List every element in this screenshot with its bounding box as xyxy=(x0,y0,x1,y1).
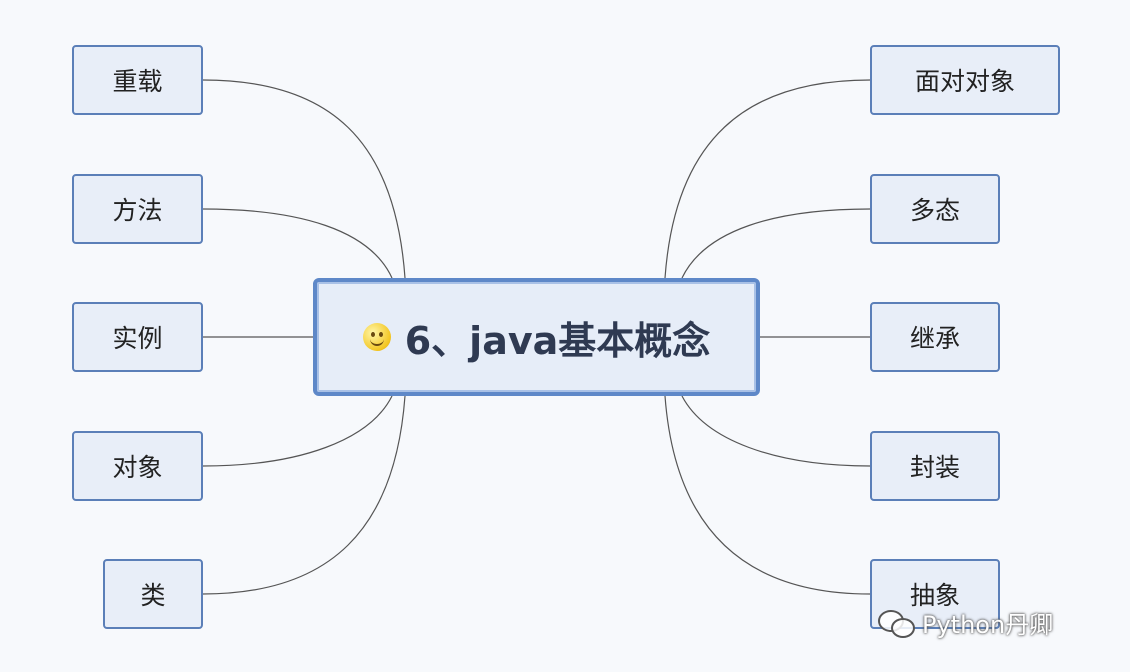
link-right-4 xyxy=(664,395,871,595)
link-left-1 xyxy=(202,208,393,279)
node-label: 抽象 xyxy=(909,581,960,610)
node-label: 继承 xyxy=(909,324,960,353)
link-right-0 xyxy=(664,79,871,279)
node-right-0[interactable]: 面对对象 xyxy=(870,45,1060,115)
link-left-3 xyxy=(202,395,393,467)
node-label: 实例 xyxy=(112,324,163,353)
node-right-3[interactable]: 封装 xyxy=(870,431,1000,501)
node-label: 重载 xyxy=(112,67,163,96)
link-right-3 xyxy=(681,395,871,467)
node-right-1[interactable]: 多态 xyxy=(870,174,1000,244)
central-topic-label: 6、java基本概念 xyxy=(404,318,711,363)
node-right-2[interactable]: 继承 xyxy=(870,302,1000,372)
watermark: Python丹卿 xyxy=(878,605,1053,640)
central-topic[interactable]: 6、java基本概念 xyxy=(313,278,760,396)
node-label: 面对对象 xyxy=(914,67,1015,96)
link-right-1 xyxy=(681,208,871,279)
link-left-0 xyxy=(202,79,406,279)
link-left-4 xyxy=(202,395,406,595)
watermark-text: Python丹卿 xyxy=(922,611,1054,639)
node-left-2[interactable]: 实例 xyxy=(72,302,203,372)
node-label: 类 xyxy=(140,581,166,610)
node-right-4[interactable]: 抽象 xyxy=(870,559,1000,629)
node-left-4[interactable]: 类 xyxy=(103,559,203,629)
node-label: 封装 xyxy=(909,453,960,482)
node-left-3[interactable]: 对象 xyxy=(72,431,203,501)
smiley-icon xyxy=(362,323,391,351)
node-label: 多态 xyxy=(909,196,960,225)
node-left-1[interactable]: 方法 xyxy=(72,174,203,244)
node-left-0[interactable]: 重载 xyxy=(72,45,203,115)
wechat-icon xyxy=(878,608,915,638)
node-label: 对象 xyxy=(112,453,163,482)
node-label: 方法 xyxy=(112,196,163,225)
